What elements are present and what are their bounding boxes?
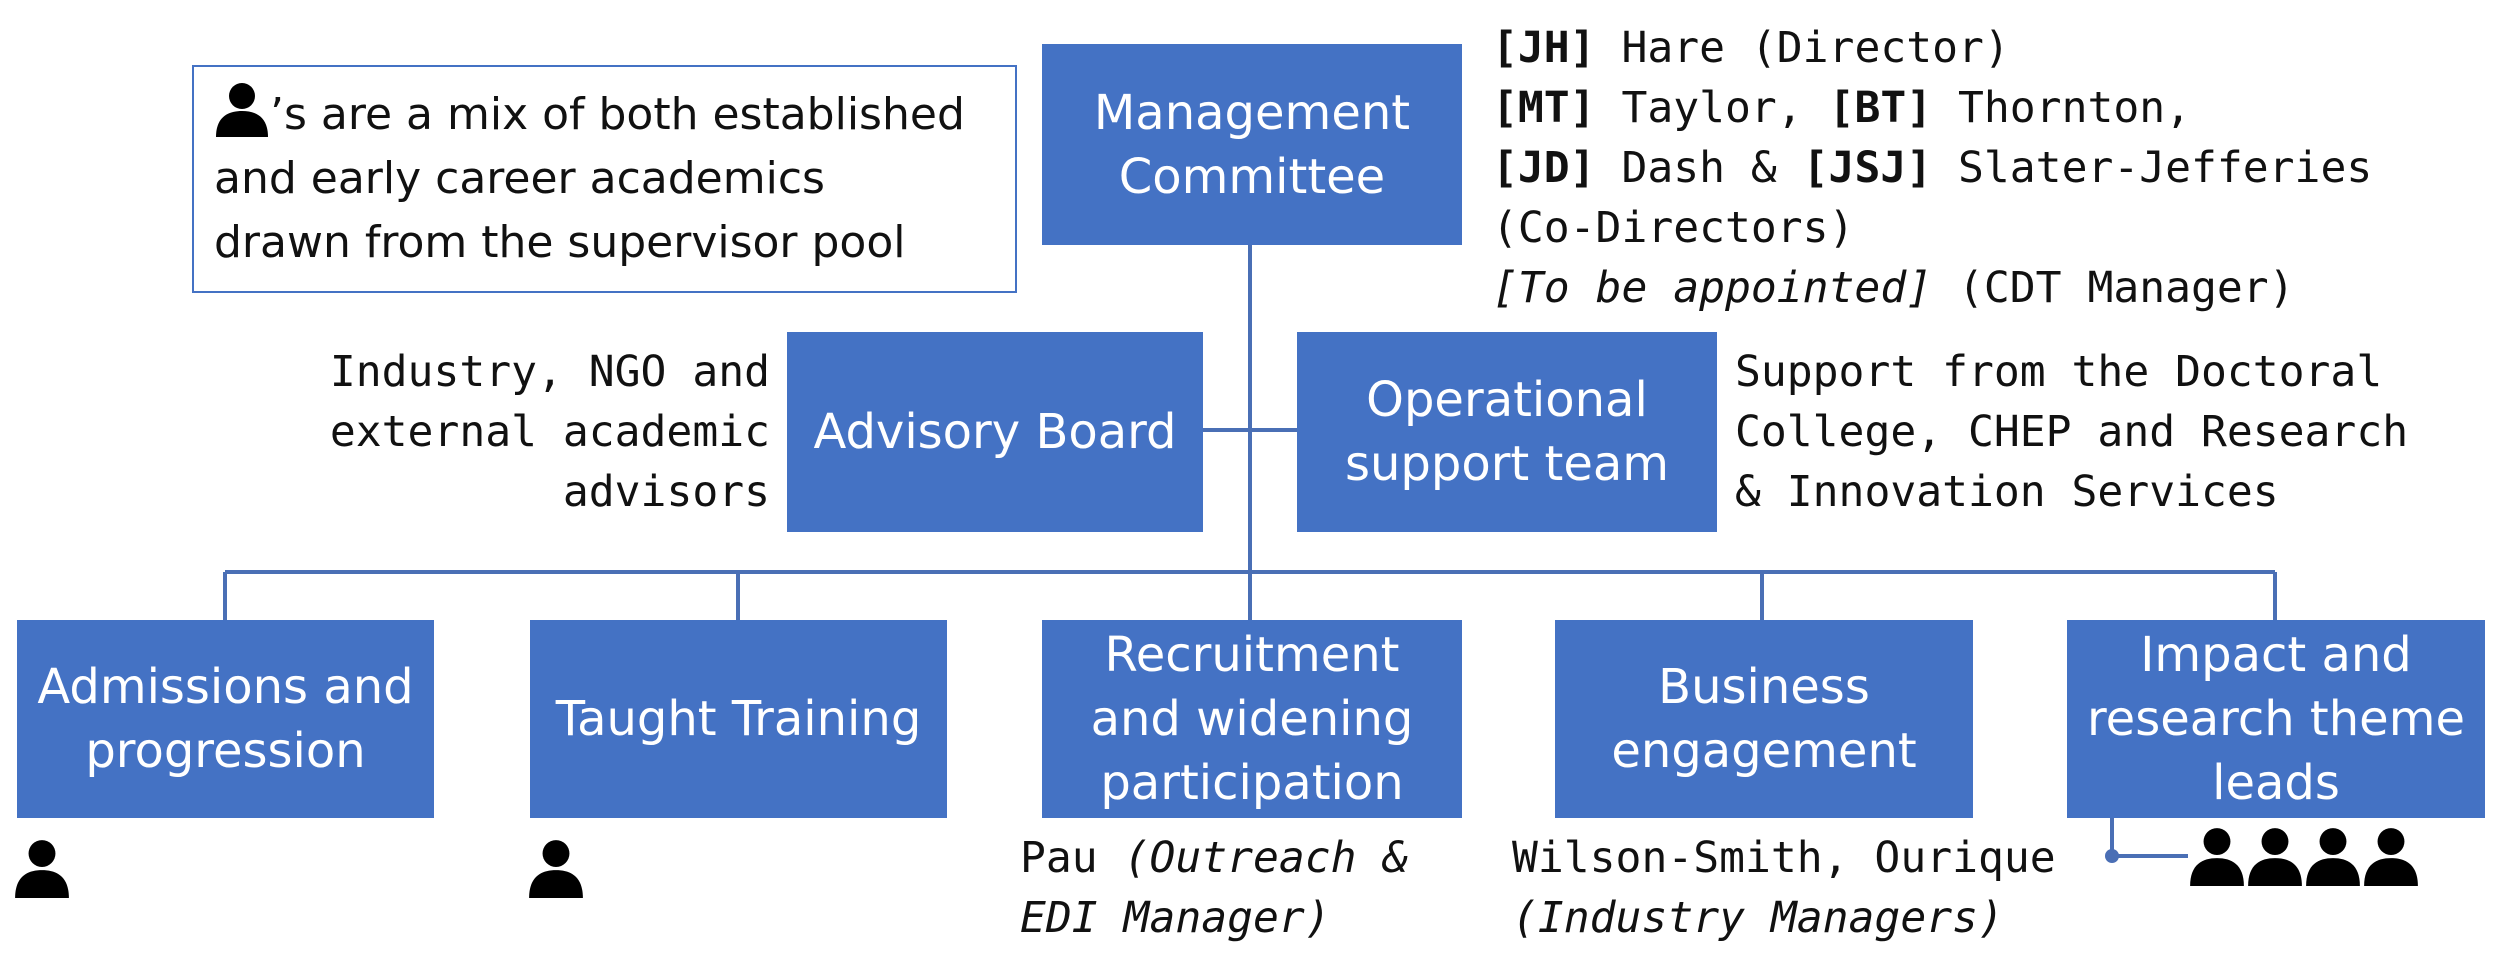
person-icon xyxy=(2248,828,2302,886)
directors-list: [JH] Hare (Director) [MT] Taylor, [BT] T… xyxy=(1492,18,2372,318)
note-line-1: ’s are a mix of both established xyxy=(270,89,965,140)
jh-name: Hare (Director) xyxy=(1595,23,2010,73)
business-line-2: engagement xyxy=(1611,723,1917,779)
management-committee-line-1: Management xyxy=(1093,84,1411,141)
cdt-manager-line: [To be appointed] (CDT Manager) xyxy=(1492,258,2372,318)
advisory-board-label: Advisory Board xyxy=(813,404,1177,460)
recruitment-staff-role-1: (Outreach & xyxy=(1123,833,1409,883)
recruitment-line-1: Recruitment xyxy=(1104,627,1400,683)
business-engagement-box[interactable]: Business engagement xyxy=(1555,620,1973,818)
recruitment-box[interactable]: Recruitment and widening participation xyxy=(1042,620,1462,818)
person-icon xyxy=(529,840,583,898)
advisory-desc-line-1: Industry, NGO and xyxy=(329,347,770,397)
impact-line-2: research theme xyxy=(2087,691,2465,747)
admissions-line-2: progression xyxy=(85,723,366,779)
operational-line-1: Operational xyxy=(1366,372,1648,428)
cdt-manager: (CDT Manager) xyxy=(1932,263,2295,313)
note-line-3: drawn from the supervisor pool xyxy=(214,217,906,268)
person-icon xyxy=(216,83,268,137)
mt-tag: [MT] xyxy=(1492,83,1596,133)
supervisor-note: ’s are a mix of both established and ear… xyxy=(192,65,1017,293)
operational-desc-line-2: College, CHEP and Research xyxy=(1735,407,2409,457)
mt-name: Taylor, xyxy=(1595,83,1829,133)
business-staff-role: (Industry Managers) xyxy=(1512,893,2004,943)
operational-line-2: support team xyxy=(1344,436,1670,492)
admissions-box[interactable]: Admissions and progression xyxy=(17,620,434,818)
impact-box[interactable]: Impact and research theme leads xyxy=(2067,620,2485,818)
codirectors-label: (Co-Directors) xyxy=(1492,203,1855,253)
advisory-desc-line-2: external academic xyxy=(329,407,770,457)
bt-name: Thornton, xyxy=(1932,83,2192,133)
management-committee-line-2: Committee xyxy=(1118,148,1386,205)
business-staff-names: Wilson-Smith, Ourique xyxy=(1512,833,2056,883)
jsj-tag: [JSJ] xyxy=(1802,143,1933,193)
recruitment-staff-role-2: EDI Manager) xyxy=(1020,893,1331,943)
recruitment-line-3: participation xyxy=(1100,755,1404,811)
bt-tag: [BT] xyxy=(1828,83,1933,133)
recruitment-line-2: and widening xyxy=(1090,691,1414,747)
person-icon xyxy=(15,840,69,898)
taught-training-box[interactable]: Taught Training xyxy=(530,620,947,818)
person-icon xyxy=(2364,828,2418,886)
taught-training-label: Taught Training xyxy=(555,691,922,747)
to-be-appointed: [To be appointed] xyxy=(1492,263,1933,313)
operational-desc-line-1: Support from the Doctoral xyxy=(1735,347,2383,397)
advisory-desc-line-3: advisors xyxy=(562,467,770,517)
codirector-line-1: [MT] Taylor, [BT] Thornton, xyxy=(1492,78,2372,138)
operational-desc-line-3: & Innovation Services xyxy=(1735,467,2279,517)
operational-description: Support from the Doctoral College, CHEP … xyxy=(1735,342,2408,522)
jd-tag: [JD] xyxy=(1492,143,1596,193)
director-line: [JH] Hare (Director) xyxy=(1492,18,2372,78)
jd-name: Dash & xyxy=(1595,143,1803,193)
management-committee-box[interactable]: Management Committee xyxy=(1042,44,1462,245)
advisory-description: Industry, NGO and external academic advi… xyxy=(330,342,770,522)
recruitment-staff: Pau (Outreach & EDI Manager) xyxy=(1020,828,1408,948)
person-icon xyxy=(2190,828,2244,886)
codirector-line-2: [JD] Dash & [JSJ] Slater-Jefferies xyxy=(1492,138,2372,198)
person-icon xyxy=(2306,828,2360,886)
jh-tag: [JH] xyxy=(1492,23,1596,73)
impact-line-3: leads xyxy=(2212,755,2340,811)
note-line-2: and early career academics xyxy=(214,153,825,204)
impact-line-1: Impact and xyxy=(2140,627,2412,683)
recruitment-staff-name: Pau xyxy=(1020,833,1124,883)
business-line-1: Business xyxy=(1658,659,1870,715)
business-staff: Wilson-Smith, Ourique (Industry Managers… xyxy=(1512,828,2056,948)
jsj-name: Slater-Jefferies xyxy=(1932,143,2373,193)
advisory-board-box[interactable]: Advisory Board xyxy=(787,332,1203,532)
admissions-line-1: Admissions and xyxy=(37,659,414,715)
operational-support-box[interactable]: Operational support team xyxy=(1297,332,1717,532)
